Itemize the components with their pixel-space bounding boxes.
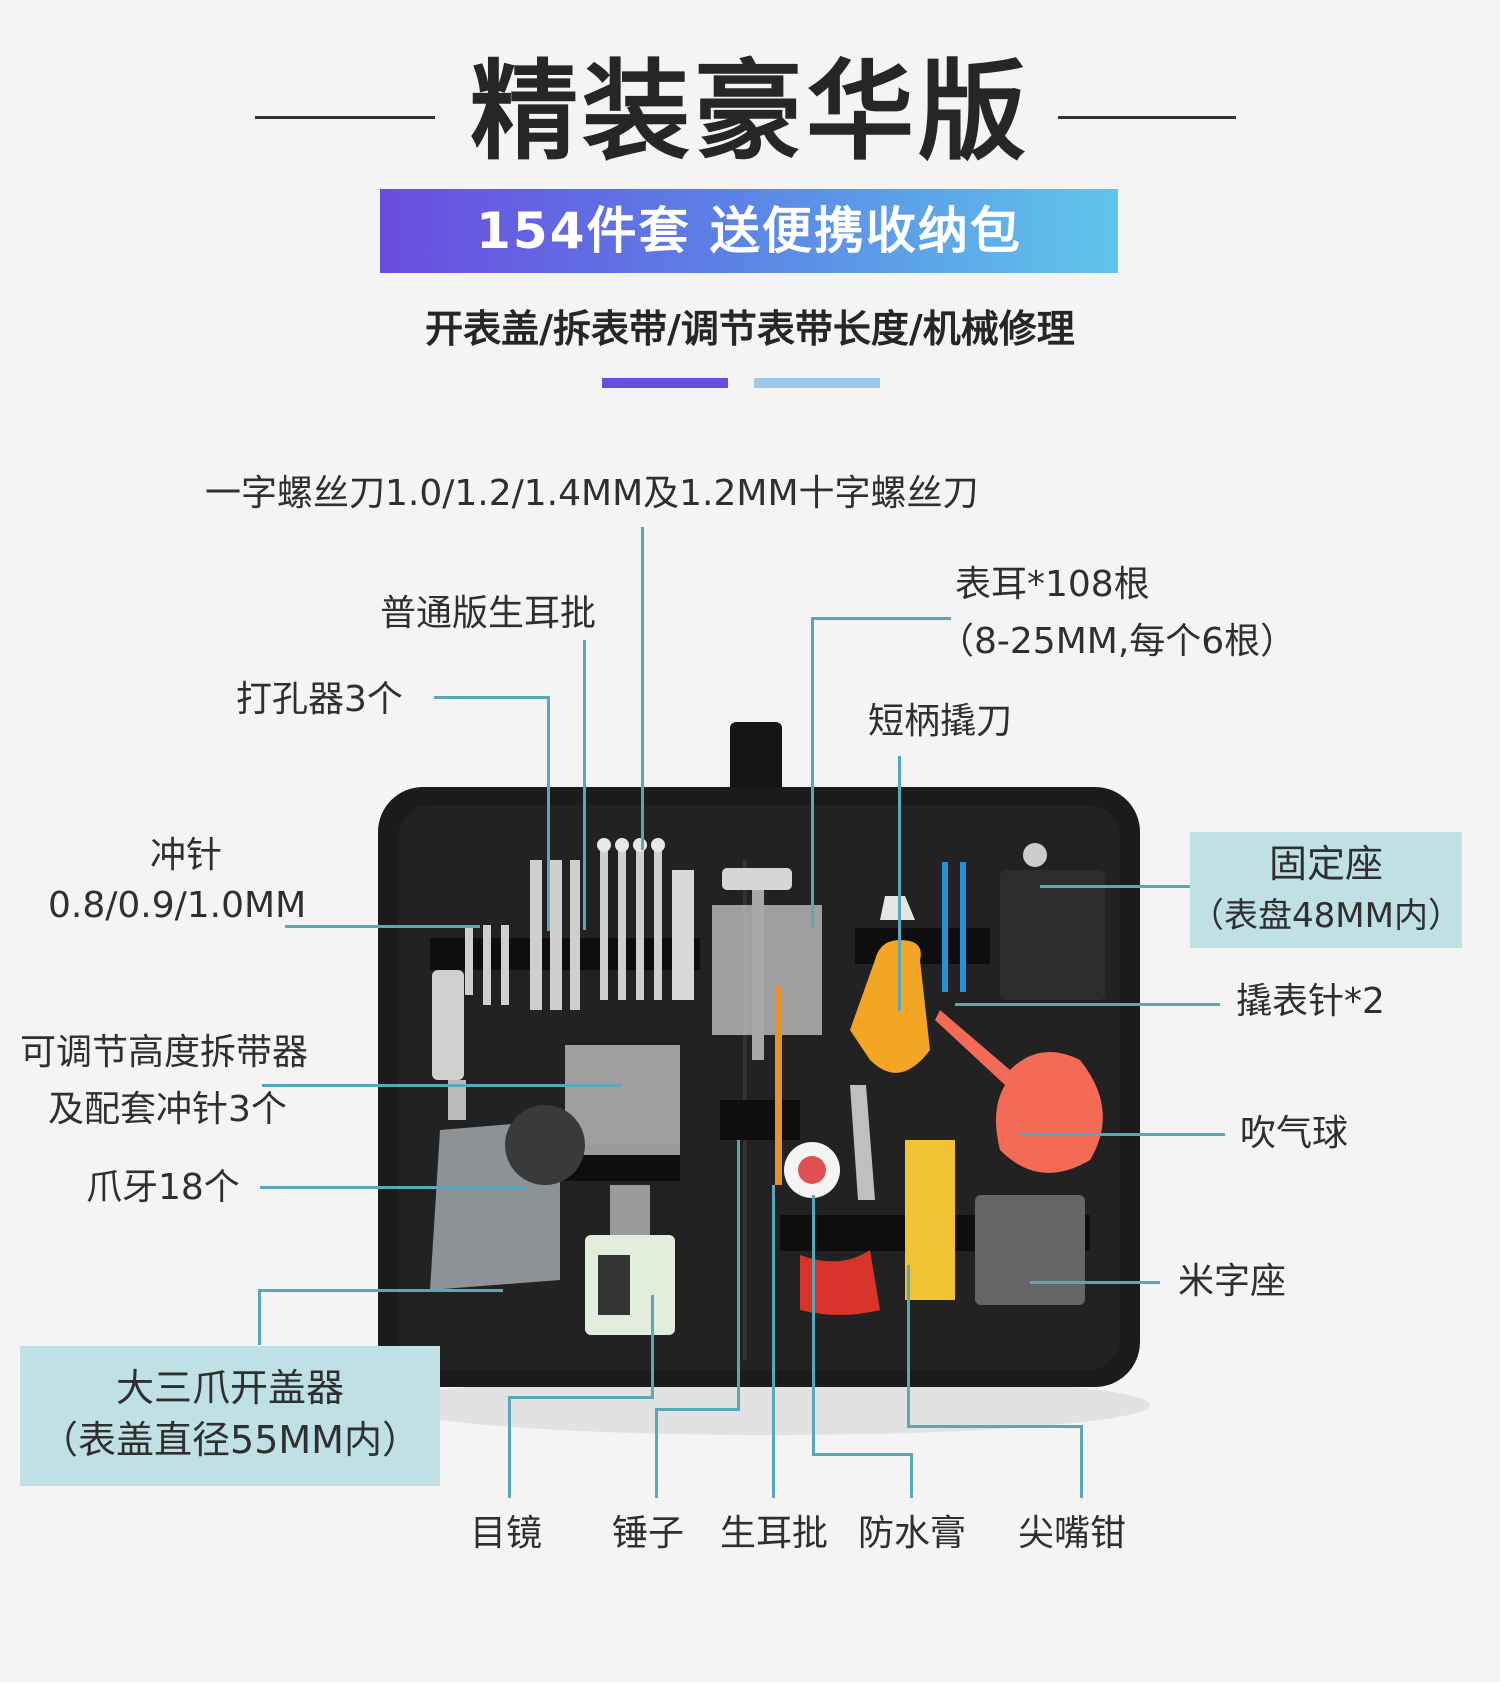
leader-strap-remover <box>262 1084 622 1087</box>
leader-loupe-v2 <box>508 1396 511 1498</box>
label-opener-line1: 大三爪开盖器 <box>115 1366 344 1410</box>
leader-grease-v2 <box>910 1453 913 1498</box>
leader-hammer-v2 <box>655 1408 658 1498</box>
label-screwdriver: 一字螺丝刀1.0/1.2/1.4MM及1.2MM十字螺丝刀 <box>205 473 979 514</box>
label-pin-line2: 0.8/0.9/1.0MM <box>48 885 307 926</box>
leader-spring-bars-h <box>811 617 951 620</box>
accent-bar-purple <box>602 378 728 388</box>
subtitle: 开表盖/拆表带/调节表带长度/机械修理 <box>425 307 1075 351</box>
label-hammer: 锤子 <box>612 1513 685 1554</box>
leader-cross-holder <box>1030 1281 1160 1284</box>
promo-banner: 154件套 送便携收纳包 <box>380 189 1118 273</box>
page-title: 精装豪华版 <box>469 50 1030 175</box>
label-loupe: 目镜 <box>470 1513 543 1554</box>
leader-hole-punch-h <box>434 696 549 699</box>
label-pin-line1: 冲针 <box>150 835 223 876</box>
leader-opener-h <box>258 1289 503 1292</box>
callout-holder: 固定座 （表盘48MM内） <box>1190 832 1462 948</box>
leader-hole-punch-v <box>547 696 550 931</box>
leader-screwdriver <box>641 527 644 850</box>
label-opener-line2: （表盖直径55MM内） <box>40 1418 420 1462</box>
title-right-rule <box>1058 116 1236 119</box>
leader-pliers-h <box>907 1425 1082 1428</box>
leader-holder <box>1040 885 1190 888</box>
leader-loupe-v1 <box>651 1295 654 1398</box>
label-spring-bars-line2: （8-25MM,每个6根） <box>938 621 1297 662</box>
label-holder-line1: 固定座 <box>1268 842 1383 886</box>
label-strap-remover-line1: 可调节高度拆带器 <box>20 1032 309 1073</box>
label-spring-bar-tool: 生耳批 <box>720 1513 829 1554</box>
callout-opener: 大三爪开盖器 （表盖直径55MM内） <box>20 1346 440 1486</box>
label-hole-punch: 打孔器3个 <box>236 679 403 720</box>
accent-bar-blue <box>754 378 880 388</box>
leader-normal-spring-bar-tool <box>583 640 586 930</box>
leader-grease-h <box>812 1453 912 1456</box>
label-waterproof-grease: 防水膏 <box>858 1513 967 1554</box>
label-strap-remover-line2: 及配套冲针3个 <box>48 1089 287 1130</box>
leader-air-blower <box>1020 1133 1225 1136</box>
leader-pry-needle <box>955 1003 1220 1006</box>
leader-grease-v1 <box>812 1195 815 1455</box>
leader-spring-bars-v <box>811 617 814 927</box>
leader-hammer-h <box>655 1408 740 1411</box>
leader-short-pry-knife <box>898 756 901 1011</box>
label-holder-line2: （表盘48MM内） <box>1190 896 1462 936</box>
label-spring-bars-line1: 表耳*108根 <box>955 564 1150 605</box>
leader-pin <box>285 925 480 928</box>
label-cross-holder: 米字座 <box>1178 1261 1287 1302</box>
label-normal-spring-bar-tool: 普通版生耳批 <box>380 593 597 634</box>
leader-opener-v <box>258 1289 261 1345</box>
title-left-rule <box>255 116 435 119</box>
leader-spring-bar-tool <box>772 1185 775 1498</box>
leader-pliers-v2 <box>1080 1425 1083 1498</box>
label-short-pry-knife: 短柄撬刀 <box>868 701 1013 742</box>
label-pliers: 尖嘴钳 <box>1018 1513 1127 1554</box>
leader-pliers-v1 <box>907 1265 910 1427</box>
label-air-blower: 吹气球 <box>1240 1113 1349 1154</box>
leader-loupe-h <box>508 1396 654 1399</box>
label-claw-teeth: 爪牙18个 <box>86 1167 240 1208</box>
leader-hammer-v1 <box>737 1140 740 1410</box>
label-pry-needle: 撬表针*2 <box>1236 981 1385 1022</box>
leader-claw-teeth <box>260 1186 525 1189</box>
